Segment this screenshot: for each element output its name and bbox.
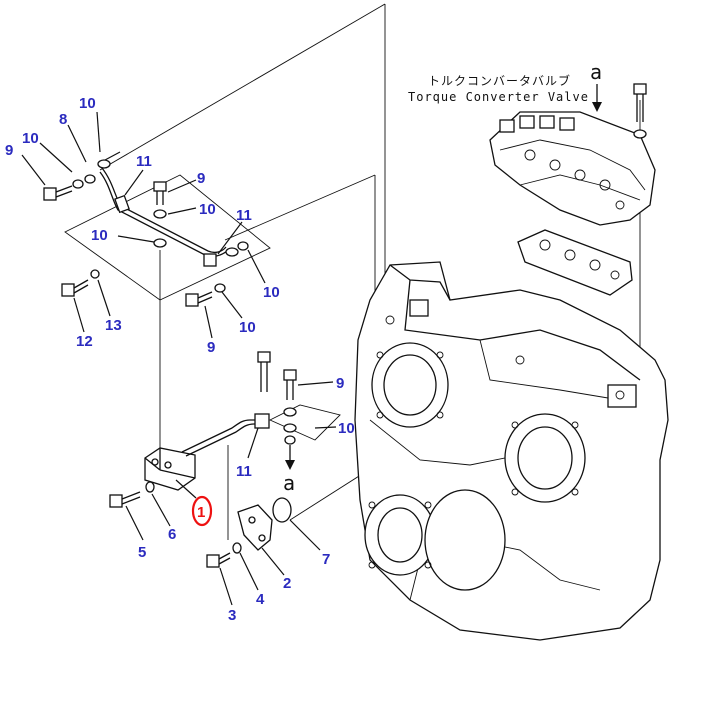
callout-10: 10 [22,130,39,147]
lower-tube-assembly [144,351,341,491]
guide-lines [99,3,641,540]
callout-11: 11 [236,463,252,480]
callout-12: 12 [76,333,93,350]
callout-7: 7 [322,551,330,568]
callout-4: 4 [256,591,265,608]
callout-10: 10 [263,284,280,301]
valve-label-jp: トルクコンバータバルブ [428,73,571,88]
callout-10: 10 [338,420,355,437]
highlight-ring [191,495,213,527]
callout-8: 8 [59,111,67,128]
callout-10: 10 [79,95,96,112]
view-mark-top: a [590,60,602,84]
callout-10: 10 [199,201,216,218]
valve-label-en: Torque Converter Valve [408,90,589,104]
view-mark-bottom: a [283,471,295,495]
leader-lines [21,111,337,606]
callout-11: 11 [236,207,252,224]
highlight-part-1: 1 [191,495,213,527]
callout-9: 9 [197,170,205,187]
transmission-case [354,261,669,641]
callout-5: 5 [138,544,146,561]
upper-tube-assembly [43,159,271,307]
callout-6: 6 [168,526,176,543]
callout-10: 10 [91,227,108,244]
callout-9: 9 [5,142,13,159]
callout-2: 2 [283,575,291,592]
callout-13: 13 [105,317,122,334]
callout-9: 9 [336,375,344,392]
callouts: 10 9 10 8 10 11 9 10 11 10 10 12 13 10 9… [5,95,355,624]
callout-9: 9 [207,339,215,356]
callout-10: 10 [239,319,256,336]
cover-plate-assembly [109,481,292,568]
callout-1-highlight: 1 [197,504,205,521]
torque-converter-valve [489,83,656,296]
callout-11: 11 [136,153,152,170]
callout-3: 3 [228,607,236,624]
